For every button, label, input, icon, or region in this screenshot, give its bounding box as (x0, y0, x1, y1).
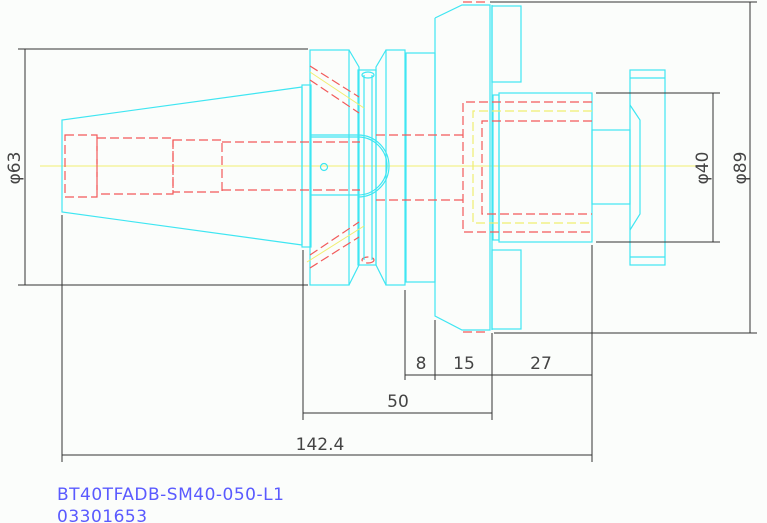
v-flange (309, 49, 436, 286)
dim-phi63: φ63 (5, 152, 25, 185)
main-collar (434, 4, 522, 331)
part-number: BT40TFADB-SM40-050-L1 (57, 485, 285, 505)
dim-8: 8 (416, 354, 427, 374)
holder-body (492, 69, 666, 266)
dim-phi89: φ89 (731, 152, 751, 185)
dim-50: 50 (387, 392, 409, 412)
hidden-lines (64, 1, 592, 333)
dimension-lines (18, 1, 757, 462)
part-code: 03301653 (57, 507, 148, 523)
dim-27: 27 (530, 354, 552, 374)
dim-142-4: 142.4 (296, 435, 345, 455)
dim-phi40: φ40 (693, 152, 713, 185)
dim-15: 15 (453, 354, 475, 374)
taper-shank (61, 84, 312, 248)
